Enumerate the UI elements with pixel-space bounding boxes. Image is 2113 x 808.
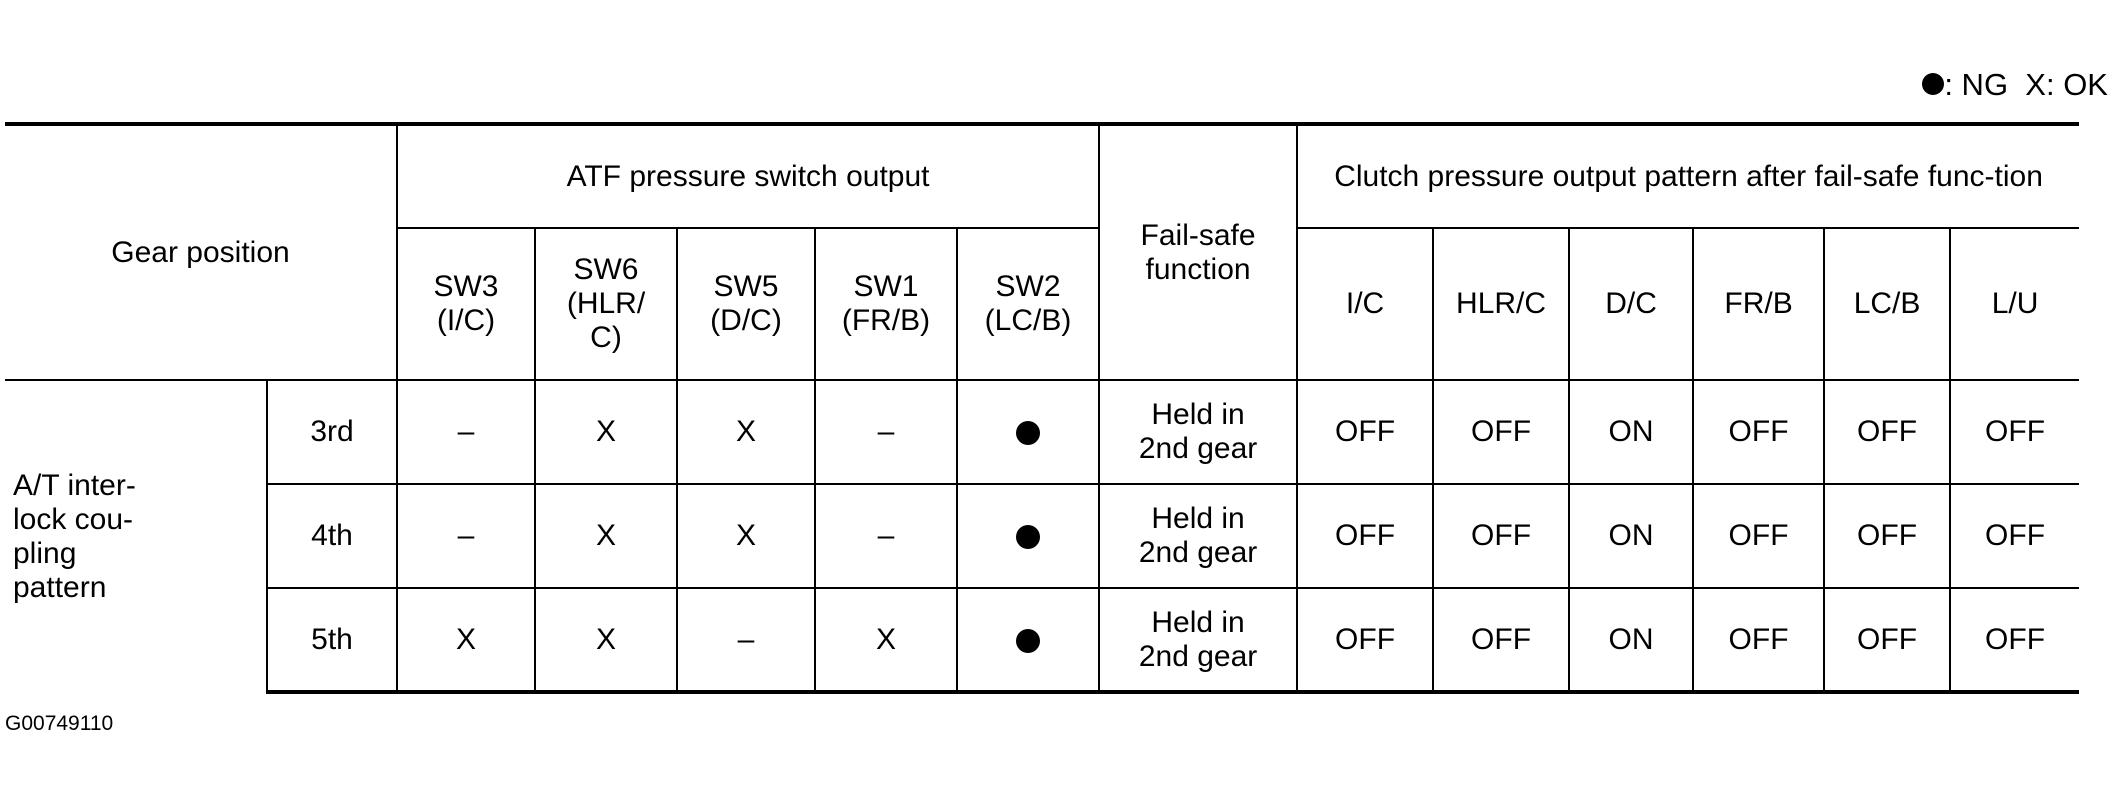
clutch-header: L/U xyxy=(1949,228,2080,380)
dash-mark: – xyxy=(877,519,895,552)
ok-mark: X xyxy=(595,415,616,448)
ok-mark: X xyxy=(455,622,476,656)
clutch-header: HLR/C xyxy=(1432,228,1570,380)
clutch-cell: OFF xyxy=(1432,483,1570,588)
clutch-cell: OFF xyxy=(1692,483,1825,588)
clutch-cell: OFF xyxy=(1432,587,1570,694)
clutch-cell: OFF xyxy=(1297,587,1434,694)
fail-safe-header: Fail-safe function xyxy=(1098,122,1299,380)
clutch-header: LC/B xyxy=(1823,228,1951,380)
ng-dot-icon xyxy=(1922,72,1945,95)
figure-id: G00749110 xyxy=(5,712,114,735)
table-row: 5th X X – X Held in 2nd gear OFF OFF ON … xyxy=(5,587,2080,694)
ok-mark: X xyxy=(735,519,756,552)
gear-cell: 3rd xyxy=(267,379,398,484)
switch-header: SW3 (I/C) xyxy=(433,270,499,337)
switch-header: SW6 (HLR/ C) xyxy=(534,228,677,380)
clutch-cell: ON xyxy=(1568,379,1694,484)
clutch-cell: OFF xyxy=(1823,587,1951,694)
clutch-cell: OFF xyxy=(1692,379,1825,484)
ng-dot-icon xyxy=(1016,628,1041,653)
switch-header: SW5 (D/C) xyxy=(676,228,815,380)
switch-cell: – xyxy=(397,483,535,588)
switch-header: SW2 (LC/B) xyxy=(955,228,1100,380)
legend-ng: : NG xyxy=(1944,67,2009,102)
clutch-cell: OFF xyxy=(1949,587,2080,694)
clutch-cell: OFF xyxy=(1432,379,1570,484)
switch-cell: – xyxy=(676,587,815,694)
switch-cell: X xyxy=(534,587,677,694)
switch-cell xyxy=(955,483,1100,588)
dash-mark: – xyxy=(457,415,475,448)
clutch-cell: OFF xyxy=(1692,587,1825,694)
gear-cell: 4th xyxy=(267,483,398,588)
switch-cell: X xyxy=(676,379,815,484)
clutch-header: FR/B xyxy=(1692,228,1825,380)
ok-mark: X xyxy=(595,622,616,656)
ok-mark: X xyxy=(875,622,896,656)
clutch-header: I/C xyxy=(1345,287,1385,320)
fail-safe-cell: Held in 2nd gear xyxy=(1098,379,1299,484)
table-row: 4th – X X – Held in 2nd gear OFF OFF ON … xyxy=(5,483,2080,588)
gear-position-header: Gear position xyxy=(5,122,398,380)
switch-cell: X xyxy=(397,587,535,694)
switch-cell: X xyxy=(534,379,677,484)
switch-cell xyxy=(955,379,1100,484)
clutch-group-header: Clutch pressure output pattern after fai… xyxy=(1297,122,2080,229)
switch-cell: – xyxy=(814,483,957,588)
switch-header: SW1 (FR/B) xyxy=(814,228,957,380)
interlock-table: Gear position ATF pressure switch output… xyxy=(5,122,2080,694)
clutch-cell: OFF xyxy=(1823,483,1951,588)
table-row: A/T inter-lock cou-pling pattern 3rd – X… xyxy=(5,379,2080,692)
gear-cell: 5th xyxy=(267,587,398,694)
switch-cell: X xyxy=(534,483,677,588)
ng-dot-icon xyxy=(1016,421,1041,446)
clutch-header: D/C xyxy=(1568,228,1694,380)
atf-group-header: ATF pressure switch output xyxy=(397,122,1100,229)
clutch-cell: OFF xyxy=(1297,379,1434,484)
switch-cell xyxy=(955,587,1100,694)
group-label: A/T inter-lock cou-pling pattern xyxy=(5,379,268,692)
legend: : NG X: OK xyxy=(1922,65,2108,105)
clutch-cell: OFF xyxy=(1949,379,2080,484)
dash-mark: – xyxy=(737,622,755,656)
ok-mark: X xyxy=(595,519,616,552)
clutch-cell: ON xyxy=(1568,483,1694,588)
dash-mark: – xyxy=(457,519,475,552)
clutch-group-header-text: Clutch pressure output pattern after fai… xyxy=(1334,159,2043,193)
dash-mark: – xyxy=(877,415,895,448)
switch-cell: – xyxy=(397,379,535,484)
legend-ok: X: OK xyxy=(2025,67,2108,102)
ok-mark: X xyxy=(735,415,756,448)
clutch-cell: ON xyxy=(1568,587,1694,694)
clutch-cell: OFF xyxy=(1297,483,1434,588)
switch-cell: – xyxy=(814,379,957,484)
clutch-cell: OFF xyxy=(1949,483,2080,588)
fail-safe-header-text: Fail-safe function xyxy=(1140,218,1256,286)
fail-safe-cell: Held in 2nd gear xyxy=(1098,587,1299,694)
ng-dot-icon xyxy=(1016,525,1041,550)
clutch-cell: OFF xyxy=(1823,379,1951,484)
fail-safe-cell: Held in 2nd gear xyxy=(1098,483,1299,588)
switch-cell: X xyxy=(814,587,957,694)
switch-cell: X xyxy=(676,483,815,588)
